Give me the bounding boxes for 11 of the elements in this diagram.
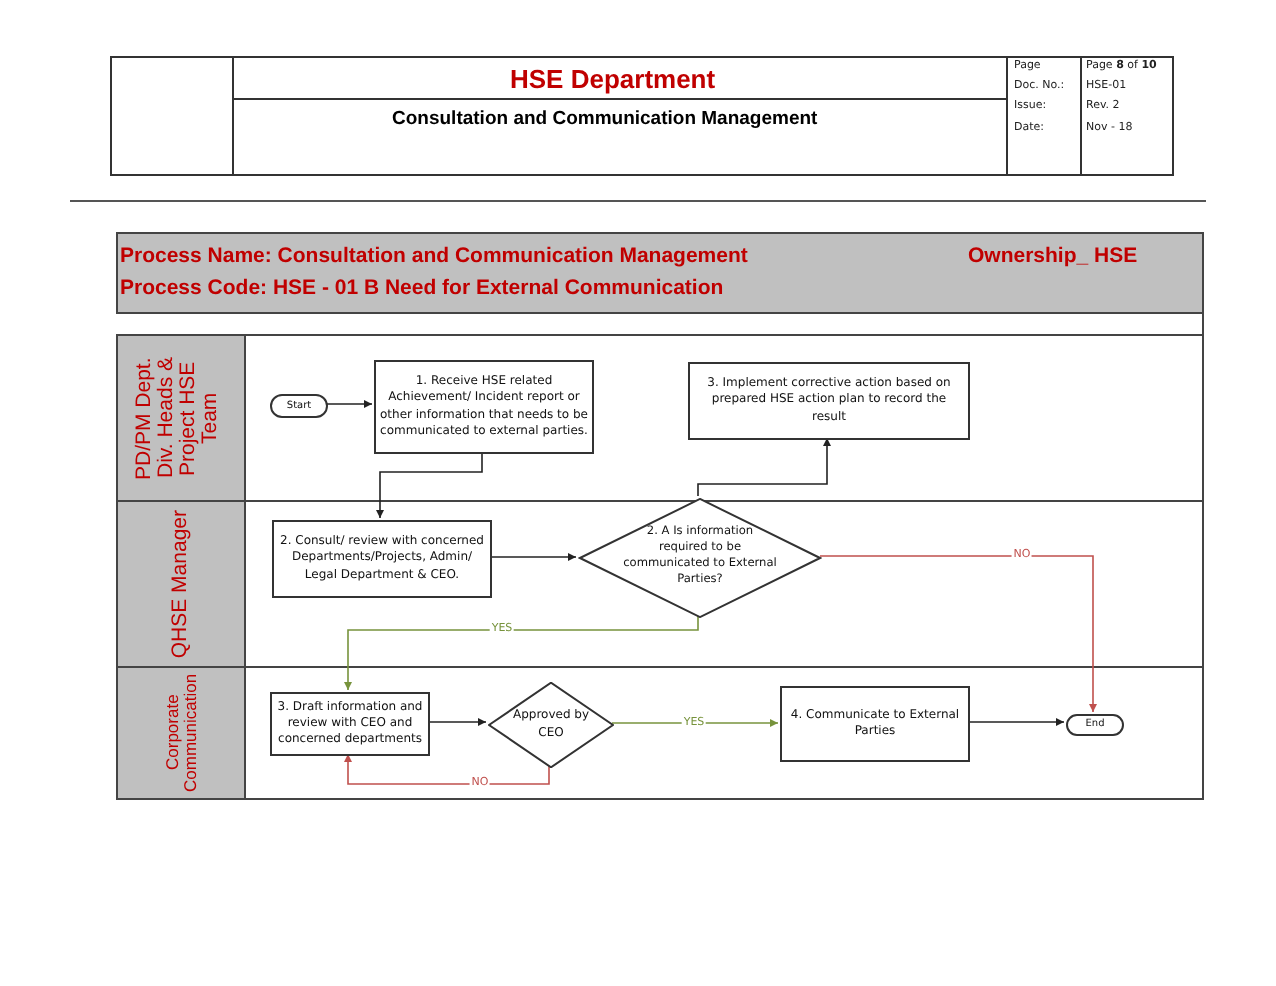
header-title: HSE Department <box>510 64 716 94</box>
lane-title: Corporate Communication <box>163 671 199 797</box>
process-name: Process Name: Consultation and Communication Management <box>120 244 748 268</box>
lane-title: QHSE Manager <box>169 509 192 659</box>
header-subtitle: Consultation and Communication Management <box>392 108 818 130</box>
ownership-label: Ownership_ HSE <box>968 244 1138 268</box>
process-code: Process Code: HSE - 01 B Need for External Communication <box>120 276 724 300</box>
swimlane <box>116 334 1204 502</box>
swimlane <box>116 500 1204 668</box>
swimlane <box>116 666 1204 800</box>
lane-title: PD/PM Dept. Div. Heads & Project HSE Team <box>133 354 224 484</box>
